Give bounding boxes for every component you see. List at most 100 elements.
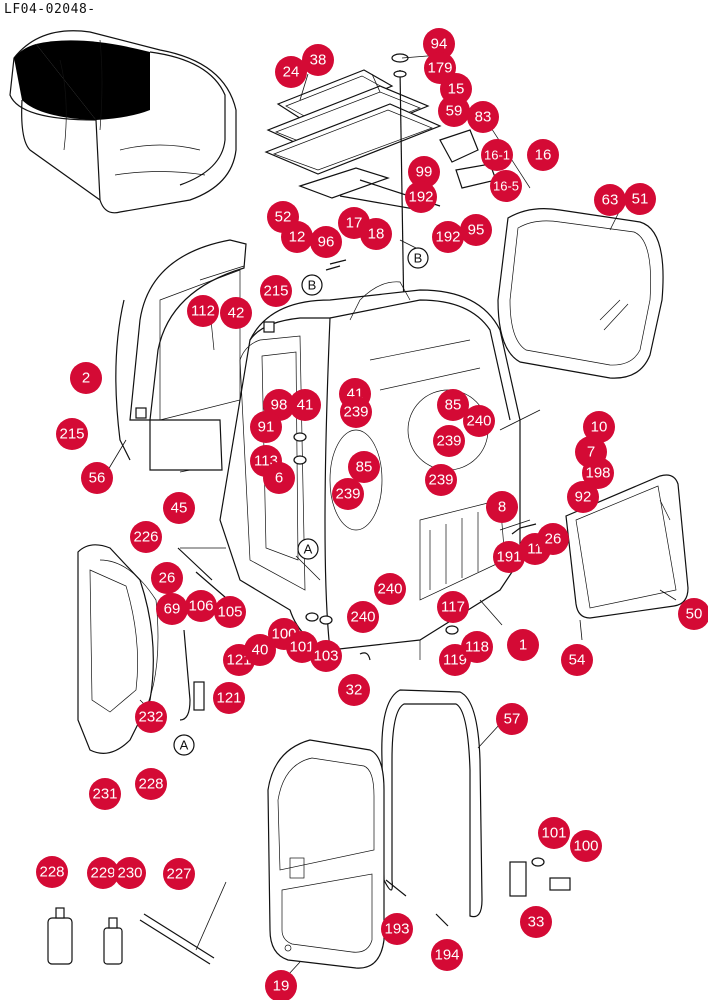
part-badge[interactable]: 229 <box>87 857 119 889</box>
part-badge[interactable]: 51 <box>624 183 656 215</box>
part-badge[interactable]: 83 <box>467 101 499 133</box>
left-door-frame-drawing <box>115 239 247 471</box>
part-badge[interactable]: 26 <box>151 562 183 594</box>
part-badge[interactable]: 106 <box>185 590 217 622</box>
part-badge[interactable]: 8 <box>486 491 518 523</box>
part-badge[interactable]: 19 <box>265 970 297 1000</box>
svg-text:16: 16 <box>535 147 552 164</box>
svg-text:85: 85 <box>356 459 373 476</box>
roof-hatch-drawing <box>264 53 531 321</box>
part-badge[interactable]: 193 <box>381 913 413 945</box>
svg-text:83: 83 <box>475 109 492 126</box>
part-badge[interactable]: 101 <box>538 817 570 849</box>
part-badge[interactable]: 10 <box>583 411 615 443</box>
svg-text:106: 106 <box>188 598 213 615</box>
part-badge[interactable]: 41 <box>289 389 321 421</box>
part-badge[interactable]: 56 <box>81 462 113 494</box>
svg-text:230: 230 <box>117 865 142 882</box>
part-badge[interactable]: 239 <box>340 396 372 428</box>
part-badge[interactable]: 215 <box>260 275 292 307</box>
svg-text:117: 117 <box>441 599 465 616</box>
part-badge[interactable]: 16-5 <box>490 170 522 202</box>
part-badge[interactable]: 112 <box>187 295 219 327</box>
part-badge[interactable]: 228 <box>36 856 68 888</box>
svg-text:26: 26 <box>545 531 562 548</box>
svg-text:12: 12 <box>289 229 306 246</box>
part-badge[interactable]: 16 <box>527 139 559 171</box>
part-badge[interactable]: 198 <box>582 457 614 489</box>
part-badge[interactable]: 1 <box>507 629 539 661</box>
svg-text:57: 57 <box>504 711 521 728</box>
part-badge[interactable]: 192 <box>432 221 464 253</box>
callout-a-2: A <box>173 734 195 756</box>
part-badge[interactable]: 63 <box>594 184 626 216</box>
part-badge[interactable]: 18 <box>360 218 392 250</box>
part-badge[interactable]: 38 <box>302 44 334 76</box>
part-badge[interactable]: 57 <box>496 703 528 735</box>
part-badge[interactable]: 95 <box>460 214 492 246</box>
svg-text:50: 50 <box>686 606 703 623</box>
svg-text:103: 103 <box>313 648 338 665</box>
part-badge[interactable]: 226 <box>130 521 162 553</box>
part-badge[interactable]: 40 <box>244 634 276 666</box>
part-badge[interactable]: 45 <box>163 492 195 524</box>
part-badge[interactable]: 240 <box>347 601 379 633</box>
part-badge[interactable]: 239 <box>332 478 364 510</box>
part-badge[interactable]: 85 <box>348 451 380 483</box>
svg-text:98: 98 <box>271 397 288 414</box>
part-badge[interactable]: 194 <box>431 939 463 971</box>
svg-text:101: 101 <box>289 639 314 656</box>
svg-text:229: 229 <box>90 865 115 882</box>
figure-ref-code: LF04-02048- <box>4 2 96 17</box>
part-badge[interactable]: 215 <box>56 418 88 450</box>
part-badge[interactable]: 227 <box>163 858 195 890</box>
part-badge[interactable]: 32 <box>338 674 370 706</box>
svg-text:239: 239 <box>343 404 368 421</box>
part-badge[interactable]: 100 <box>570 830 602 862</box>
svg-text:17: 17 <box>346 215 363 232</box>
part-badge[interactable]: 239 <box>425 464 457 496</box>
cab-cover-drawing <box>9 30 237 214</box>
svg-text:10: 10 <box>591 419 608 436</box>
part-badge[interactable]: 33 <box>520 906 552 938</box>
part-badge[interactable]: 6 <box>263 462 295 494</box>
part-badge[interactable]: 59 <box>438 95 470 127</box>
part-badge[interactable]: 16-1 <box>481 139 513 171</box>
part-badge[interactable]: 2 <box>70 362 102 394</box>
part-badge[interactable]: 50 <box>678 598 708 630</box>
part-badge[interactable]: 240 <box>374 573 406 605</box>
part-badge[interactable]: 232 <box>135 701 167 733</box>
part-badge[interactable]: 85 <box>437 389 469 421</box>
part-badge[interactable]: 192 <box>405 181 437 213</box>
part-badge[interactable]: 191 <box>493 541 525 573</box>
svg-text:232: 232 <box>138 709 163 726</box>
part-badge[interactable]: 117 <box>437 591 469 623</box>
part-badge[interactable]: 69 <box>156 593 188 625</box>
part-badge[interactable]: 24 <box>275 56 307 88</box>
part-badge[interactable]: 228 <box>135 768 167 800</box>
svg-text:121: 121 <box>216 690 241 707</box>
part-badge[interactable]: 96 <box>310 226 342 258</box>
part-badge[interactable]: 92 <box>567 481 599 513</box>
svg-text:228: 228 <box>138 776 163 793</box>
part-badge[interactable]: 42 <box>220 297 252 329</box>
part-badge[interactable]: 231 <box>89 778 121 810</box>
part-badge[interactable]: 99 <box>408 156 440 188</box>
part-badge[interactable]: 239 <box>433 425 465 457</box>
part-badge[interactable]: 121 <box>213 682 245 714</box>
part-badge[interactable]: 54 <box>561 644 593 676</box>
callout-b-2: B <box>407 247 429 269</box>
part-badge[interactable]: 94 <box>423 28 455 60</box>
part-badge[interactable]: 26 <box>537 523 569 555</box>
part-badge[interactable]: 12 <box>281 221 313 253</box>
svg-text:192: 192 <box>435 229 460 246</box>
part-badge[interactable]: 240 <box>463 405 495 437</box>
part-badge[interactable]: 105 <box>214 596 246 628</box>
part-badge[interactable]: 103 <box>310 640 342 672</box>
part-badge[interactable]: 118 <box>461 631 493 663</box>
part-badge[interactable]: 230 <box>114 857 146 889</box>
part-badge[interactable]: 101 <box>286 631 318 663</box>
svg-text:45: 45 <box>171 500 188 517</box>
part-badge[interactable]: 91 <box>250 411 282 443</box>
